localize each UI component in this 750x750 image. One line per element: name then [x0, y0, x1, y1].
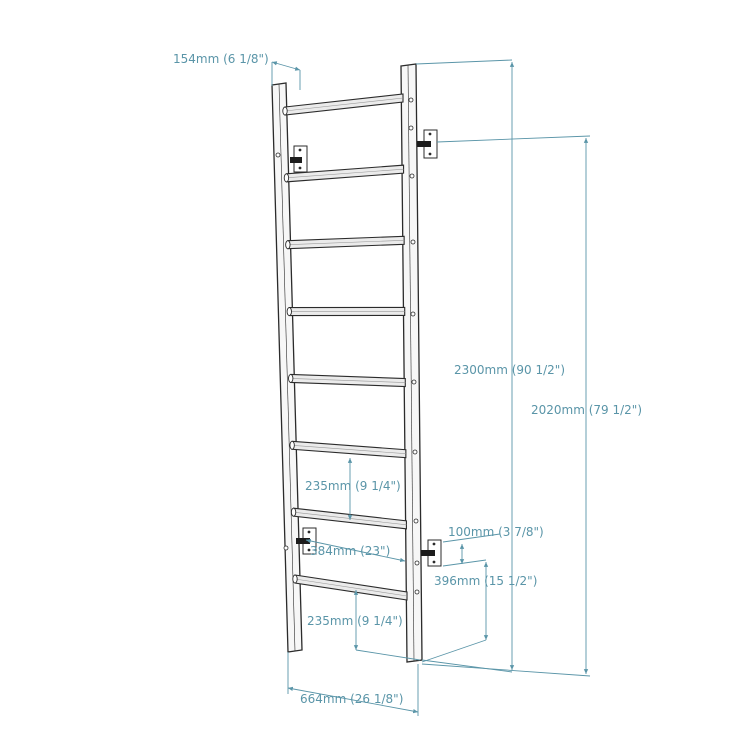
dim-total-width [287, 652, 419, 716]
dim-total-height [415, 59, 515, 673]
dim-bottom-bracket-height [421, 562, 489, 663]
label-rail-depth: 154mm (6 1/8") [173, 52, 269, 66]
label-rung-spacing-upper: 235mm (9 1/4") [305, 479, 401, 493]
rung [290, 507, 407, 530]
bolt-icon [296, 538, 310, 544]
label-total-width: 664mm (26 1/8") [300, 692, 403, 706]
wall-bracket-icon [417, 129, 438, 159]
ladder [271, 63, 442, 663]
label-rung-spacing-lower: 235mm (9 1/4") [307, 614, 403, 628]
label-bracket-offset: 100mm (3 7/8") [448, 525, 544, 539]
dim-rail-depth [271, 61, 301, 90]
rail-holes [275, 97, 420, 595]
label-rung-length: 384mm (23") [310, 544, 390, 558]
bolt-icon [290, 157, 302, 163]
wall-bracket-icon [290, 145, 308, 173]
dim-bracket-span [421, 135, 591, 677]
label-total-height: 2300mm (90 1/2") [454, 363, 565, 377]
rung [286, 306, 406, 317]
bolt-icon [417, 141, 431, 147]
rung [283, 164, 405, 183]
rung [282, 93, 404, 116]
rung [288, 373, 406, 388]
label-bracket-span: 2020mm (79 1/2") [531, 403, 642, 417]
label-bottom-bracket-height: 396mm (15 1/2") [434, 574, 537, 588]
dim-bracket-offset [442, 533, 501, 567]
dim-rung-spacing-lower [353, 590, 421, 661]
wall-bracket-icon [421, 539, 442, 567]
bolt-icon [421, 550, 435, 556]
rung [289, 440, 407, 459]
rung [292, 574, 408, 601]
rung [285, 235, 405, 250]
dimension-lines [271, 59, 591, 716]
dim-rung-length [305, 538, 406, 563]
right-rail [400, 63, 423, 663]
